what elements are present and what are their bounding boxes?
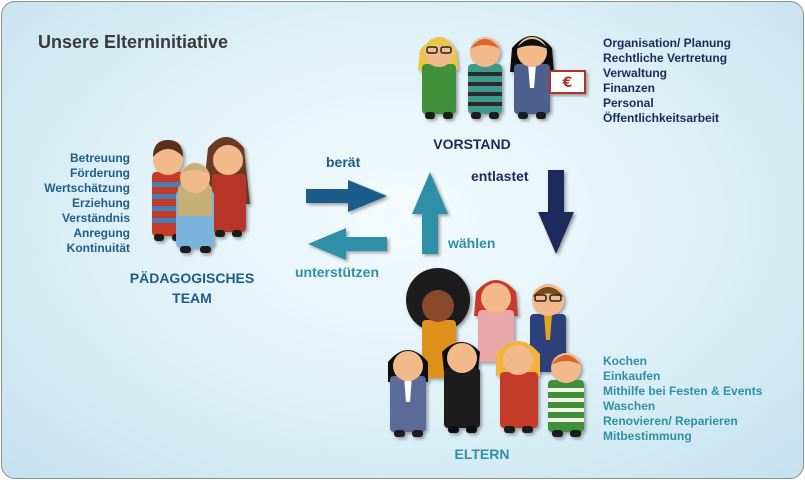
euro-sign-text: €: [562, 75, 573, 91]
eltern-task-item: Renovieren/ Reparieren: [603, 414, 738, 428]
eltern-task-item: Mitbestimmung: [603, 429, 692, 443]
vorstand-task-item: Personal: [603, 96, 654, 110]
eltern-task-item: Einkaufen: [603, 369, 661, 383]
vorstand-task-item: Rechtliche Vertretung: [603, 51, 728, 65]
vorstand-task-item: Finanzen: [603, 81, 656, 95]
team-label-line1: PÄDAGOGISCHES: [129, 270, 255, 286]
team-label-line2: TEAM: [172, 290, 212, 306]
arrow-left-icon: [308, 228, 387, 260]
entlastet-label: entlastet: [471, 168, 529, 184]
team-label: PÄDAGOGISCHES TEAM: [102, 268, 282, 308]
eltern-task-item: Mithilfe bei Festen & Events: [603, 384, 763, 398]
team-task-item: Verständnis: [61, 211, 130, 225]
team-task-item: Kontinuität: [66, 241, 130, 255]
eltern-tasks-list: Kochen Einkaufen Mithilfe bei Festen & E…: [603, 354, 762, 444]
euro-sign-icon: €: [549, 70, 586, 94]
team-task-item: Wertschätzung: [44, 181, 130, 195]
arrow-right-icon: [306, 180, 387, 212]
team-tasks-list: Betreuung Förderung Wertschätzung Erzieh…: [44, 151, 130, 256]
page-title: Unsere Elterninitiative: [38, 32, 229, 52]
vorstand-task-item: Öffentlichkeitsarbeit: [603, 111, 720, 125]
vorstand-figures-icon: [418, 36, 554, 119]
vorstand-tasks-list: Organisation/ Planung Rechtliche Vertret…: [603, 36, 731, 126]
arrow-down-icon: [538, 170, 574, 254]
eltern-label: ELTERN: [454, 446, 510, 462]
beraet-label: berät: [326, 154, 361, 170]
unterstuetzen-label: unterstützen: [295, 264, 379, 280]
team-task-item: Förderung: [70, 166, 130, 180]
vorstand-label: VORSTAND: [433, 136, 511, 152]
team-figures-icon: [152, 137, 250, 253]
eltern-task-item: Waschen: [603, 399, 656, 413]
vorstand-task-item: Verwaltung: [603, 66, 668, 80]
arrow-up-icon: [412, 172, 448, 254]
team-task-item: Erziehung: [71, 196, 130, 210]
eltern-figures-icon: [388, 268, 584, 437]
eltern-task-item: Kochen: [603, 354, 648, 368]
team-task-item: Anregung: [73, 226, 130, 240]
team-task-item: Betreuung: [70, 151, 130, 165]
vorstand-task-item: Organisation/ Planung: [603, 36, 732, 50]
waehlen-label: wählen: [448, 235, 496, 251]
